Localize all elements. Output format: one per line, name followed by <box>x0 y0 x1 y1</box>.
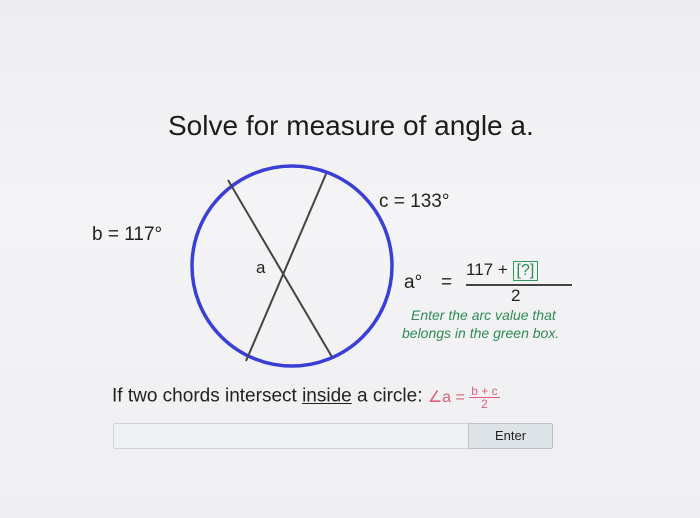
equation-lhs: a° <box>404 272 423 293</box>
rule-text: If two chords intersect inside a circle:… <box>112 385 500 410</box>
equation-numerator: 117 + [?] <box>466 260 539 281</box>
formula-denominator: 2 <box>481 397 488 411</box>
rule-prefix: If two chords intersect <box>112 385 303 407</box>
hint-line-1: Enter the arc value that <box>411 307 556 323</box>
equation-equals: = <box>441 272 453 293</box>
hint-text: Enter the arc value that belongs in the … <box>402 306 591 342</box>
green-box-text: ? <box>520 262 530 279</box>
angle-a-label: a <box>256 258 266 277</box>
formula-lhs: ∠a = <box>427 388 465 406</box>
formula-numerator: b + c <box>469 384 500 398</box>
fraction-bar <box>466 284 572 286</box>
chord-2 <box>245 173 327 362</box>
rule-suffix: a circle: <box>351 385 428 407</box>
equation-denominator: 2 <box>511 286 521 305</box>
page-title: Solve for measure of angle a. <box>168 110 534 141</box>
rule-underlined: inside <box>302 385 352 407</box>
formula-fraction: b + c 2 <box>469 384 500 411</box>
green-box: [?] <box>512 261 539 281</box>
answer-input[interactable] <box>113 423 471 449</box>
numerator-text: 117 + <box>466 260 508 279</box>
hint-line-2: belongs in the green box. <box>402 325 560 341</box>
rule-formula: ∠a = b + c 2 <box>427 385 500 410</box>
chord-1 <box>227 179 333 358</box>
circle <box>190 164 394 368</box>
arc-c-label: c = 133° <box>379 191 450 212</box>
arc-b-label: b = 117° <box>92 224 163 245</box>
enter-button[interactable]: Enter <box>468 423 553 449</box>
